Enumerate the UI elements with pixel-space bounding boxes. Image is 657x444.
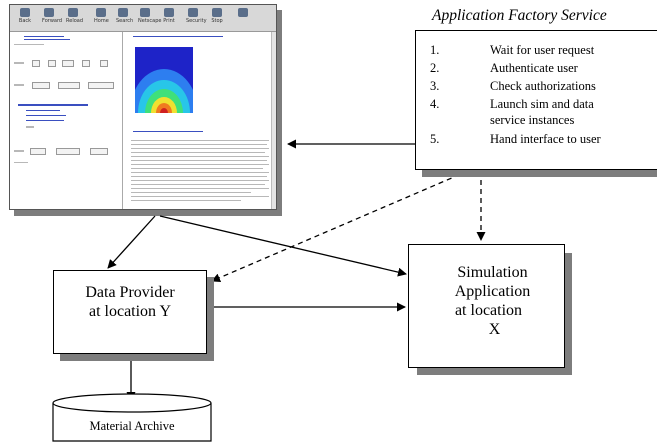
arrow-client-to-data-provider	[107, 215, 156, 269]
simulation-location: X	[488, 321, 501, 338]
netscape-icon: Netscape	[138, 8, 162, 24]
home-icon: Home	[94, 8, 109, 24]
security-icon: Security	[186, 8, 207, 24]
data-provider-location: at location Y	[88, 303, 172, 320]
result-pane	[123, 32, 276, 209]
browser-screenshot: Back Forward Reload Home Search Netscape…	[9, 4, 277, 210]
toolbar-label: Search	[116, 18, 134, 24]
simulation-location: at location	[454, 302, 523, 319]
arrow-client-to-simulation	[159, 215, 407, 277]
toolbar-label: Security	[186, 18, 207, 24]
toolbar-label: Home	[94, 18, 109, 24]
arrow-factory-launch-data-provider	[211, 170, 469, 282]
toolbar-label: Forward	[42, 18, 63, 24]
simulation-label: Application	[454, 283, 531, 300]
archive-label: Material Archive	[89, 419, 175, 433]
search-icon: Search	[116, 8, 134, 24]
archive-cylinder-icon	[52, 393, 212, 442]
data-provider-label: Data Provider	[85, 284, 175, 301]
extra-icon	[236, 8, 250, 22]
contour-plot	[135, 47, 193, 113]
factory-service-title: Application Factory Service	[432, 7, 607, 24]
step-number: 3.	[430, 79, 440, 93]
step-text: Check authorizations	[490, 79, 596, 93]
step-text: service instances	[490, 113, 575, 127]
simulation-box: Simulation Application at location X	[408, 244, 565, 368]
toolbar-label: Print	[163, 18, 175, 24]
step-text: Hand interface to user	[490, 132, 601, 146]
reload-icon: Reload	[66, 8, 84, 24]
factory-service-box: 1. Wait for user request 2. Authenticate…	[415, 30, 657, 170]
step-number: 4.	[430, 97, 440, 111]
simulation-label: Simulation	[457, 264, 528, 281]
toolbar-label: Back	[18, 18, 32, 24]
form-pane	[10, 32, 123, 209]
browser-toolbar: Back Forward Reload Home Search Netscape…	[10, 5, 276, 32]
toolbar-label: Reload	[66, 18, 84, 24]
forward-icon: Forward	[42, 8, 63, 24]
step-text: Authenticate user	[490, 61, 578, 75]
step-number: 2.	[430, 61, 440, 75]
step-text: Wait for user request	[490, 43, 595, 57]
step-number: 5.	[430, 132, 440, 146]
back-icon: Back	[18, 8, 32, 24]
scrollbar	[271, 32, 276, 209]
step-number: 1.	[430, 43, 440, 57]
data-provider-box: Data Provider at location Y	[53, 270, 207, 354]
step-text: Launch sim and data	[490, 97, 594, 111]
stop-icon: Stop	[210, 8, 224, 24]
print-icon: Print	[162, 8, 176, 24]
toolbar-label: Netscape	[138, 18, 162, 24]
toolbar-label: Stop	[211, 18, 223, 24]
